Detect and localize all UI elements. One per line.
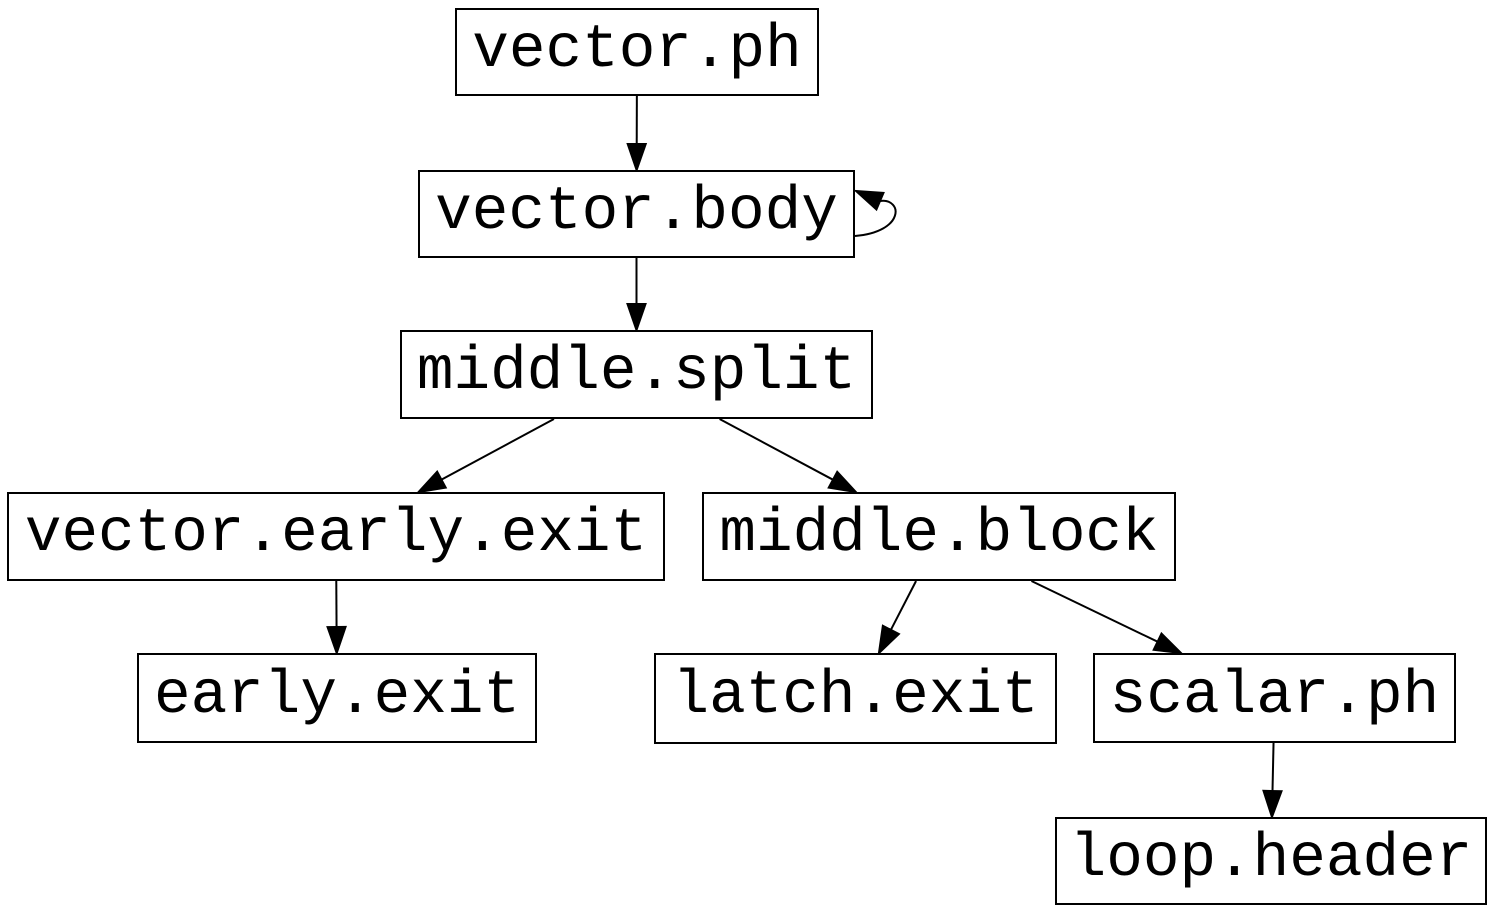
node-label: latch.exit <box>672 662 1039 731</box>
node-vector-early-exit: vector.early.exit <box>7 492 665 581</box>
edge-arrowhead <box>827 470 859 494</box>
edge-arrowhead <box>415 470 448 494</box>
node-middle-block: middle.block <box>702 492 1176 581</box>
edge-arrowhead <box>326 625 347 657</box>
node-label: vector.body <box>435 177 838 247</box>
node-vector-ph: vector.ph <box>455 8 819 96</box>
node-label: middle.block <box>719 500 1159 569</box>
edge-arrowhead <box>626 142 648 174</box>
edge-arrowhead <box>1152 631 1184 655</box>
node-latch-exit: latch.exit <box>654 653 1057 744</box>
edge-arrowhead <box>1262 789 1283 821</box>
node-early-exit: early.exit <box>137 653 537 743</box>
node-scalar-ph: scalar.ph <box>1093 653 1456 743</box>
node-label: middle.split <box>416 338 857 407</box>
edge-line <box>1031 580 1164 646</box>
node-vector-body: vector.body <box>418 170 855 258</box>
edge-arrowhead <box>626 303 647 334</box>
edge-arrowhead <box>877 624 901 656</box>
node-middle-split: middle.split <box>400 330 873 419</box>
edge-line <box>1271 742 1275 798</box>
edge-line <box>887 580 917 636</box>
node-label: scalar.ph <box>1109 661 1440 731</box>
node-label: vector.ph <box>472 15 802 85</box>
edge-arrowhead <box>853 189 885 212</box>
edge-line <box>719 418 839 484</box>
edge-line <box>854 199 897 237</box>
node-loop-header: loop.header <box>1055 817 1487 905</box>
node-label: vector.early.exit <box>24 500 648 569</box>
node-label: early.exit <box>153 661 521 731</box>
edge-line <box>435 418 555 484</box>
node-label: loop.header <box>1069 824 1473 894</box>
